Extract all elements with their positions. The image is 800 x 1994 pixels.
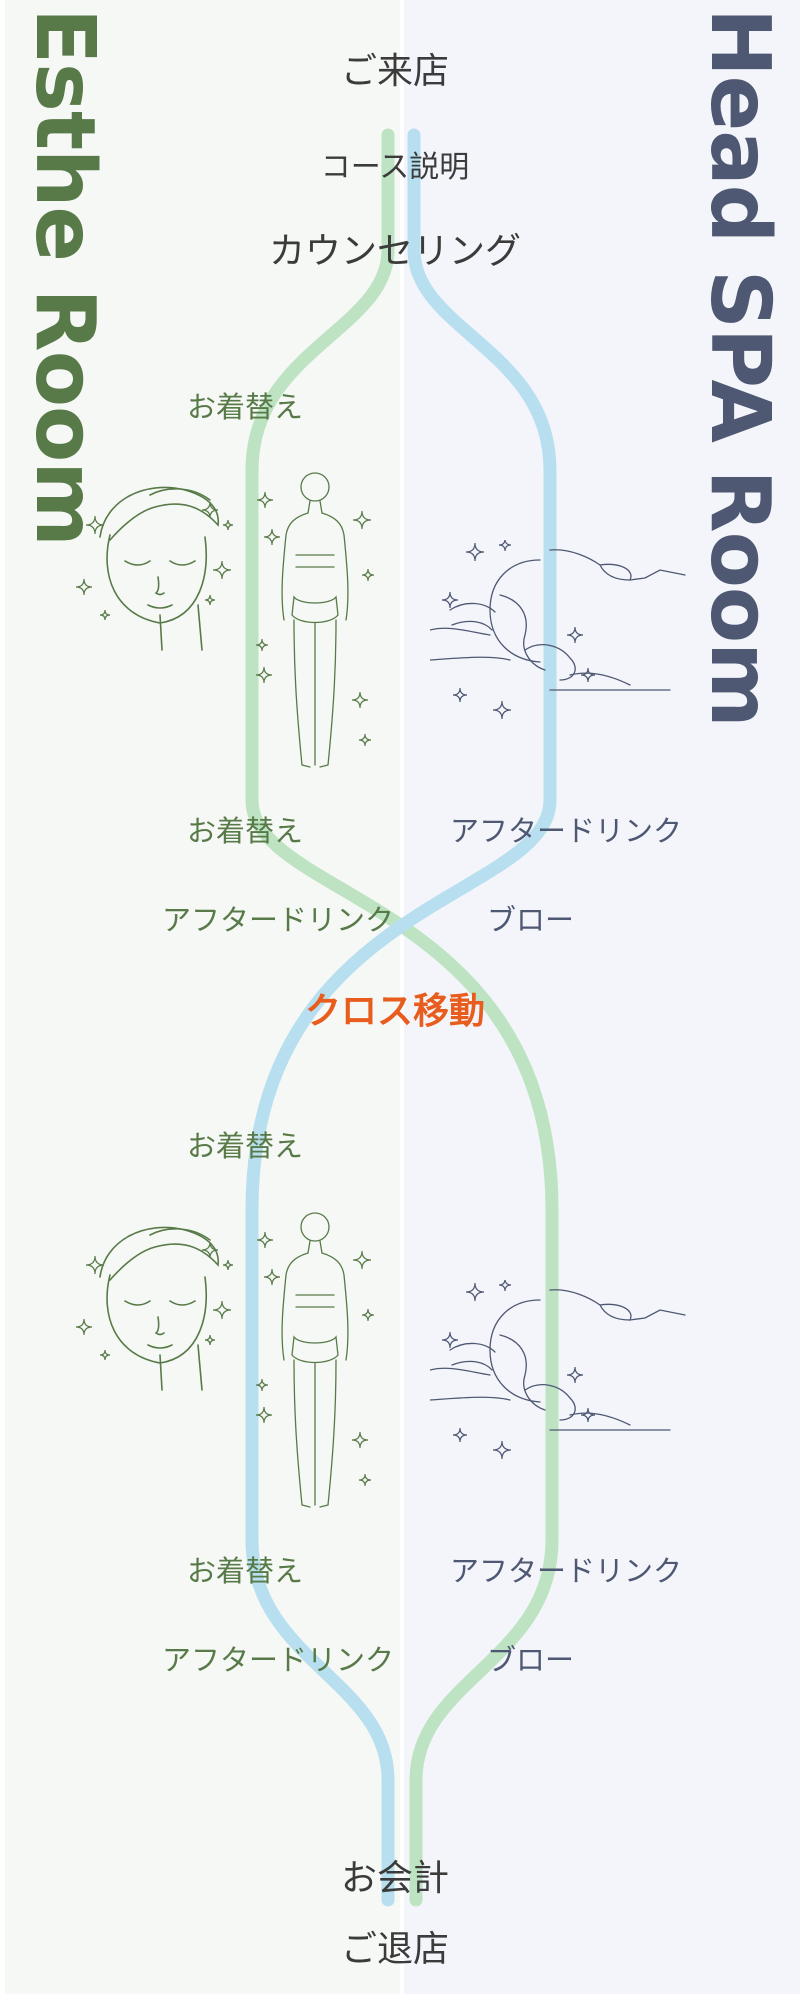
esthe-after-drink-label: アフタードリンク [162, 903, 395, 937]
step-arrival: ご来店 [340, 51, 450, 92]
esthe-change-after-label-2: お着替え [187, 1554, 304, 1588]
esthe-change-before-label-2: お着替え [187, 1129, 304, 1163]
esthe-change-before-label: お着替え [187, 390, 304, 424]
esthe-change-after-label: お着替え [187, 814, 304, 848]
spa-after-drink-label-2: アフタードリンク [450, 1554, 683, 1588]
head-spa-massage-icon [430, 1280, 686, 1460]
head-spa-massage-icon [430, 540, 686, 720]
step-counseling: カウンセリング [268, 231, 522, 272]
spa-blow-label-2: ブロー [487, 1643, 575, 1677]
blue-flow-path [245, 128, 557, 1907]
cross-move-label: クロス移動 [304, 991, 486, 1032]
body-back-icon [255, 1212, 375, 1508]
step-payment: お会計 [340, 1858, 450, 1899]
body-back-icon [255, 472, 375, 768]
spa-blow-label: ブロー [487, 903, 575, 937]
step-course-explanation: コース説明 [320, 150, 470, 185]
face-care-icon [75, 486, 234, 651]
esthe-after-drink-label-2: アフタードリンク [162, 1643, 395, 1677]
step-departure: ご退店 [340, 1929, 450, 1970]
face-care-icon [75, 1226, 234, 1391]
spa-after-drink-label: アフタードリンク [450, 814, 683, 848]
